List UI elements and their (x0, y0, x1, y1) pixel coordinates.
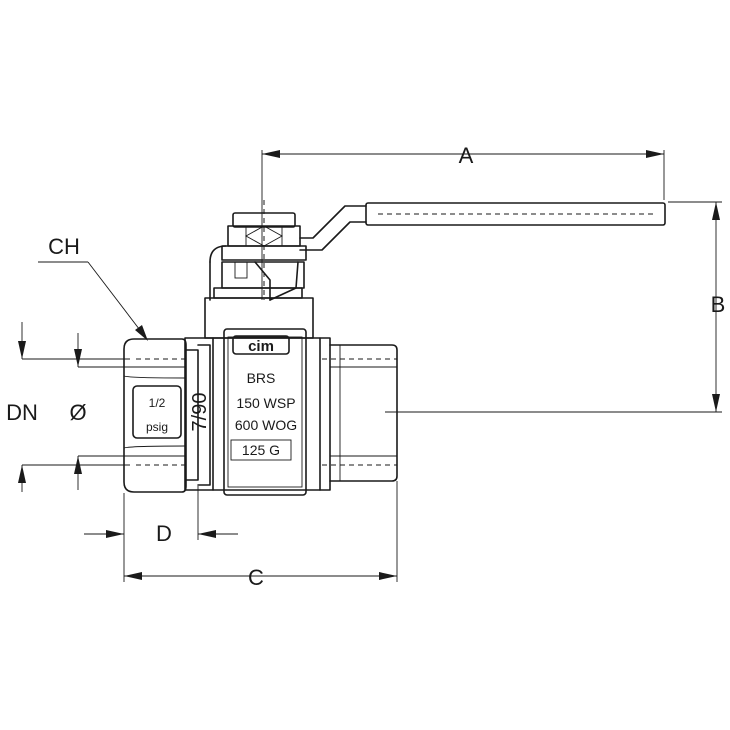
label-c: C (248, 565, 264, 590)
reference-lines (22, 358, 722, 466)
logo-cim: cim (248, 338, 274, 355)
stem-nut (204, 200, 314, 339)
label-diameter: Ø (69, 400, 86, 425)
marking-unit: psig (146, 420, 168, 434)
marking-wog: 600 WOG (235, 417, 297, 433)
dimension-dn: DN (6, 322, 38, 492)
label-dn: DN (6, 400, 38, 425)
dimension-diameter: Ø (69, 333, 87, 490)
right-end-connection (322, 344, 398, 482)
lever-handle (299, 202, 666, 251)
marking-material: BRS (247, 370, 276, 386)
label-b: B (711, 292, 726, 317)
left-end-connection: 1/2 psig 7/90 (123, 338, 211, 493)
valve-body: cim BRS 150 WSP 600 WOG 125 G (184, 328, 331, 496)
label-d: D (156, 521, 172, 546)
leader-ch: CH (38, 234, 148, 341)
dimension-b: B (668, 201, 726, 412)
marking-gas: 125 G (242, 442, 280, 458)
marking-size: 1/2 (149, 396, 166, 410)
marking-rotated: 7/90 (189, 393, 211, 432)
dimension-c: C (123, 481, 398, 590)
dimension-d: D (84, 486, 238, 546)
label-ch: CH (48, 234, 80, 259)
dimension-a: A (261, 143, 665, 300)
label-a: A (459, 143, 474, 168)
marking-wsp: 150 WSP (236, 395, 295, 411)
